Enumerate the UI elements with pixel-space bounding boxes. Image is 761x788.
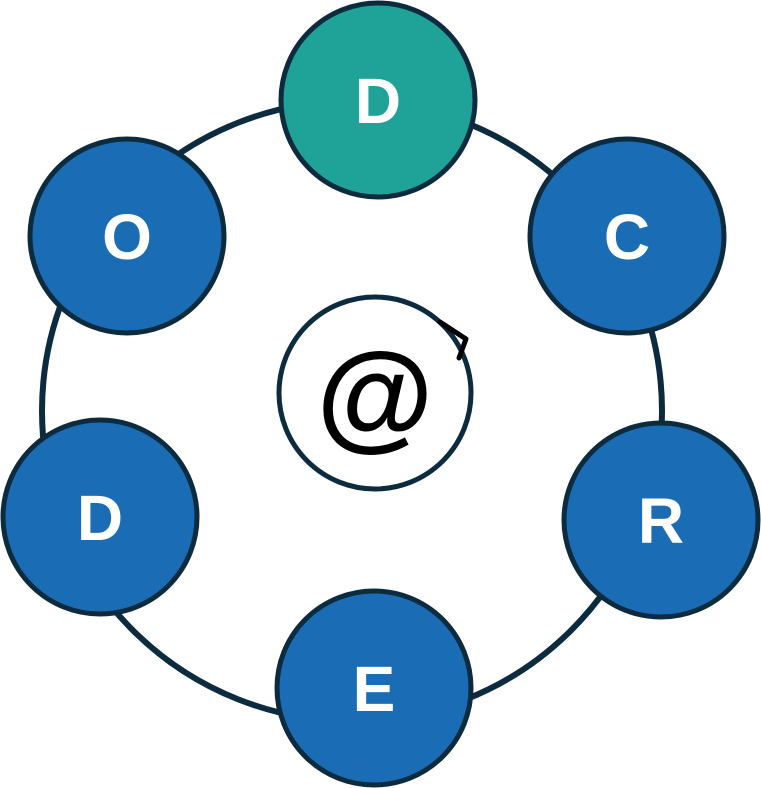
node-e: E <box>274 588 474 788</box>
node-letter: R <box>638 485 684 557</box>
node-r: R <box>561 420 761 620</box>
node-circle <box>278 0 478 200</box>
center-symbol: @ <box>316 328 433 462</box>
center-circle <box>276 294 474 492</box>
node-letter: D <box>77 482 123 554</box>
node-circle <box>27 136 227 336</box>
node-circle <box>561 420 761 620</box>
node-circle <box>0 417 200 617</box>
center-hub: @ <box>276 294 474 492</box>
node-letter: E <box>353 653 396 725</box>
node-d-left: D <box>0 417 200 617</box>
node-letter: D <box>355 65 401 137</box>
node-letter: C <box>604 201 650 273</box>
node-o: O <box>27 136 227 336</box>
cycle-arrow-icon <box>437 319 469 361</box>
node-circle <box>274 588 474 788</box>
node-letter: O <box>102 201 152 273</box>
node-c: C <box>527 136 727 336</box>
node-d-top: D <box>278 0 478 200</box>
node-circle <box>527 136 727 336</box>
